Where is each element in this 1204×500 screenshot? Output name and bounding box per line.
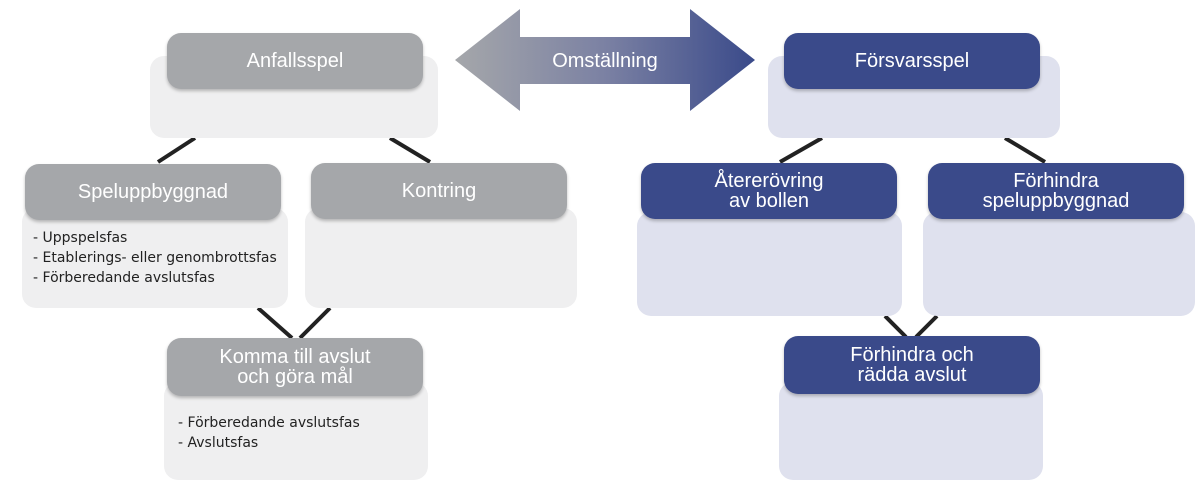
- offense-title: Anfallsspel: [167, 33, 423, 89]
- transition-label: Omställning: [552, 50, 658, 72]
- connector-recover-prevent-finish: [883, 314, 908, 339]
- connector-prevent-buildup-prevent-finish: [914, 314, 939, 339]
- list-item: Avslutsfas: [178, 433, 360, 453]
- connector-counter-finish: [298, 306, 332, 340]
- recover-panel: [637, 212, 902, 316]
- list-item: Förberedande avslutsfas: [178, 413, 360, 433]
- buildup-phase-list: Uppspelsfas Etablerings- eller genombrot…: [33, 228, 277, 288]
- finish-phase-list: Förberedande avslutsfas Avslutsfas: [178, 413, 360, 453]
- connector-offense-counter: [388, 136, 432, 164]
- finish-title: Komma till avslut och göra mål: [167, 338, 423, 396]
- list-item: Etablerings- eller genombrottsfas: [33, 248, 277, 268]
- defense-title: Försvarsspel: [784, 33, 1040, 89]
- prevent-finish-title: Förhindra och rädda avslut: [784, 336, 1040, 394]
- list-item: Förberedande avslutsfas: [33, 268, 277, 288]
- prevent-buildup-panel: [923, 212, 1195, 316]
- recover-title: Återerövring av bollen: [641, 163, 897, 219]
- counter-title: Kontring: [311, 163, 567, 219]
- list-item: Uppspelsfas: [33, 228, 277, 248]
- connector-defense-prevent-buildup: [1003, 136, 1047, 164]
- connector-offense-buildup: [156, 136, 197, 164]
- prevent-buildup-title: Förhindra speluppbyggnad: [928, 163, 1184, 219]
- connector-defense-recover: [779, 136, 823, 164]
- counter-panel: [305, 208, 577, 308]
- transition-double-arrow: [455, 9, 755, 111]
- buildup-title: Speluppbyggnad: [25, 164, 281, 220]
- prevent-finish-panel: [779, 382, 1043, 480]
- connector-buildup-finish: [256, 306, 294, 340]
